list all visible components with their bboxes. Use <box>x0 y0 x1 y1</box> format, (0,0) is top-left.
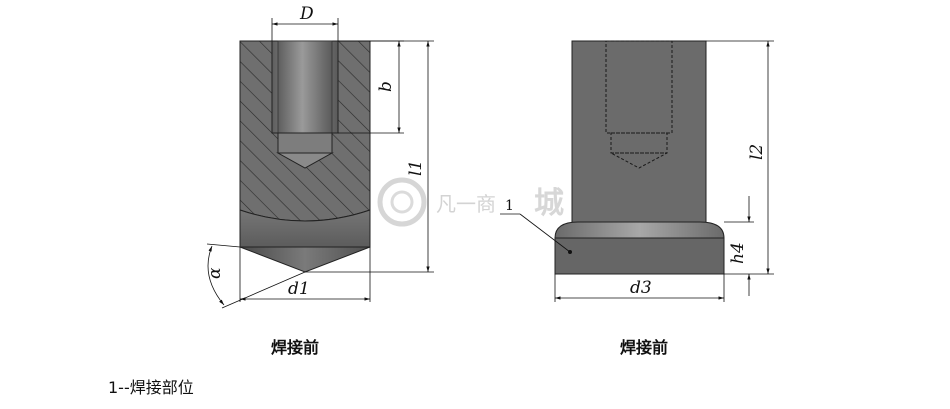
right-flange-top <box>554 221 725 239</box>
callout-leader <box>519 213 571 253</box>
right-hidden-relief <box>610 132 668 154</box>
dim-alpha-ext-lower <box>221 271 306 309</box>
dim-d3-label: d3 <box>630 278 652 298</box>
left-cone-tip <box>239 246 371 273</box>
dim-D-label: D <box>299 4 314 24</box>
dim-l1-label: l1 <box>406 160 426 176</box>
watermark-big: 城 <box>534 186 564 221</box>
dim-alpha-label: α <box>205 267 225 279</box>
right-view: 1 l2 h4 d3 焊接前 <box>500 40 774 357</box>
dim-alpha-arc <box>207 245 225 306</box>
left-bore-inner <box>277 40 333 134</box>
right-hidden-point <box>610 152 668 169</box>
right-caption: 焊接前 <box>620 338 668 357</box>
dim-l2-label: l2 <box>747 144 767 160</box>
left-body-band <box>239 209 371 248</box>
right-flange <box>554 237 725 275</box>
left-view: D b l1 d1 α 焊接前 <box>205 4 434 357</box>
watermark: 凡一商 城 <box>377 177 564 227</box>
watermark-text: 凡一商 <box>436 192 496 216</box>
callout-label: 1 <box>505 198 514 214</box>
footnote: 1--焊接部位 <box>108 378 194 397</box>
left-caption: 焊接前 <box>271 338 319 357</box>
watermark-logo-inner <box>390 190 414 214</box>
dim-alpha-ext-upper <box>206 243 241 248</box>
dim-b-label: b <box>376 81 396 92</box>
left-drill-point <box>276 152 334 169</box>
dim-h4-label: h4 <box>728 242 748 264</box>
watermark-logo-icon <box>377 177 427 227</box>
dim-d1-label: d1 <box>288 279 310 299</box>
left-bore-relief <box>277 132 333 154</box>
